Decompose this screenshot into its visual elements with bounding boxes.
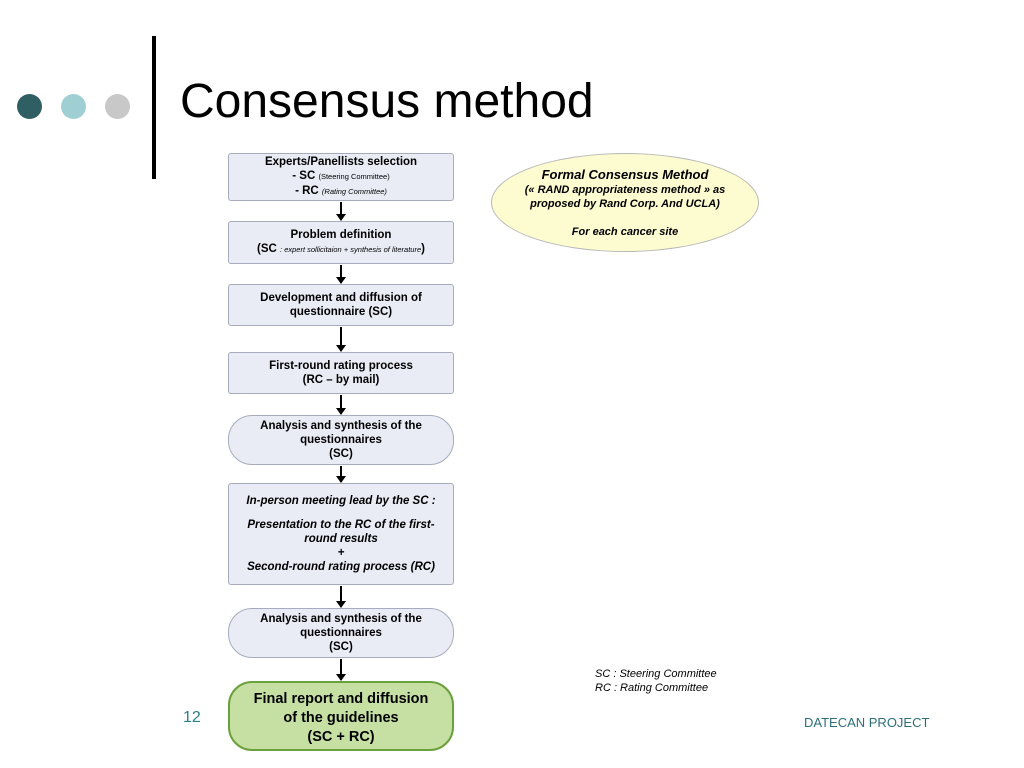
step3-line1: Development and diffusion of xyxy=(260,292,422,304)
step8-line3: (SC + RC) xyxy=(307,728,375,745)
arrow-6 xyxy=(336,586,346,608)
step-experts-selection: Experts/Panellists selection - SC (Steer… xyxy=(228,153,454,201)
step8-line1: Final report and diffusion xyxy=(253,690,429,707)
method-title: Formal Consensus Method xyxy=(541,166,709,182)
step6-line2: Presentation to the RC of the first- xyxy=(247,519,435,531)
footer-project: DATECAN PROJECT xyxy=(804,715,930,730)
method-line1: (« RAND appropriateness method » as xyxy=(524,183,726,196)
step7-line2: questionnaires xyxy=(300,627,382,639)
step3-line2: questionnaire (SC) xyxy=(289,306,393,318)
step-questionnaire-development: Development and diffusion of questionnai… xyxy=(228,284,454,326)
formal-consensus-ellipse: Formal Consensus Method (« RAND appropri… xyxy=(491,153,759,252)
step-analysis-1: Analysis and synthesis of the questionna… xyxy=(228,415,454,465)
step6-line3: round results xyxy=(304,533,378,545)
step6-line5: Second-round rating process (RC) xyxy=(247,561,435,573)
step2-title: Problem definition xyxy=(290,229,392,241)
step-problem-definition: Problem definition (SC : expert sollicit… xyxy=(228,221,454,264)
step5-line1: Analysis and synthesis of the xyxy=(260,420,422,432)
step7-line1: Analysis and synthesis of the xyxy=(260,613,422,625)
decor-dot-dark xyxy=(17,94,42,119)
step4-line2: (RC – by mail) xyxy=(302,374,380,386)
arrow-1 xyxy=(336,202,346,221)
step1-title: Experts/Panellists selection xyxy=(264,156,418,168)
step-analysis-2: Analysis and synthesis of the questionna… xyxy=(228,608,454,658)
step7-line3: (SC) xyxy=(329,641,353,653)
step5-line2: questionnaires xyxy=(300,434,382,446)
step4-line1: First-round rating process xyxy=(269,360,413,372)
step-final-report: Final report and diffusion of the guidel… xyxy=(228,681,454,751)
legend-sc: SC : Steering Committee xyxy=(595,668,717,680)
arrow-5 xyxy=(336,466,346,483)
step1-rc-note: (Rating Committee) xyxy=(321,187,387,196)
step6-line4: + xyxy=(337,547,345,559)
arrow-2 xyxy=(336,265,346,284)
decor-dot-teal xyxy=(61,94,86,119)
step-in-person-meeting: In-person meeting lead by the SC : Prese… xyxy=(228,483,454,585)
step2-close: ) xyxy=(421,243,425,255)
step5-line3: (SC) xyxy=(329,448,353,460)
step6-line1: In-person meeting lead by the SC : xyxy=(246,495,436,507)
arrow-7 xyxy=(336,659,346,681)
method-line3: For each cancer site xyxy=(571,225,679,238)
page-number: 12 xyxy=(183,709,201,726)
legend-rc: RC : Rating Committee xyxy=(595,682,709,694)
step8-line2: of the guidelines xyxy=(283,709,399,726)
slide-title: Consensus method xyxy=(180,75,594,128)
arrow-3 xyxy=(336,327,346,352)
method-line2: proposed by Rand Corp. And UCLA) xyxy=(530,197,720,210)
step1-rc: - RC xyxy=(295,185,319,197)
step-first-round-rating: First-round rating process (RC – by mail… xyxy=(228,352,454,394)
legend: SC : Steering Committee RC : Rating Comm… xyxy=(595,667,717,695)
title-divider xyxy=(152,36,156,179)
step2-note: : expert sollicitaion + synthesis of lit… xyxy=(280,245,422,254)
step1-sc: - SC xyxy=(292,170,316,182)
arrow-4 xyxy=(336,395,346,415)
step1-sc-note: (Steering Committee) xyxy=(318,172,390,181)
step2-sc: (SC xyxy=(257,243,277,255)
decor-dot-gray xyxy=(105,94,130,119)
